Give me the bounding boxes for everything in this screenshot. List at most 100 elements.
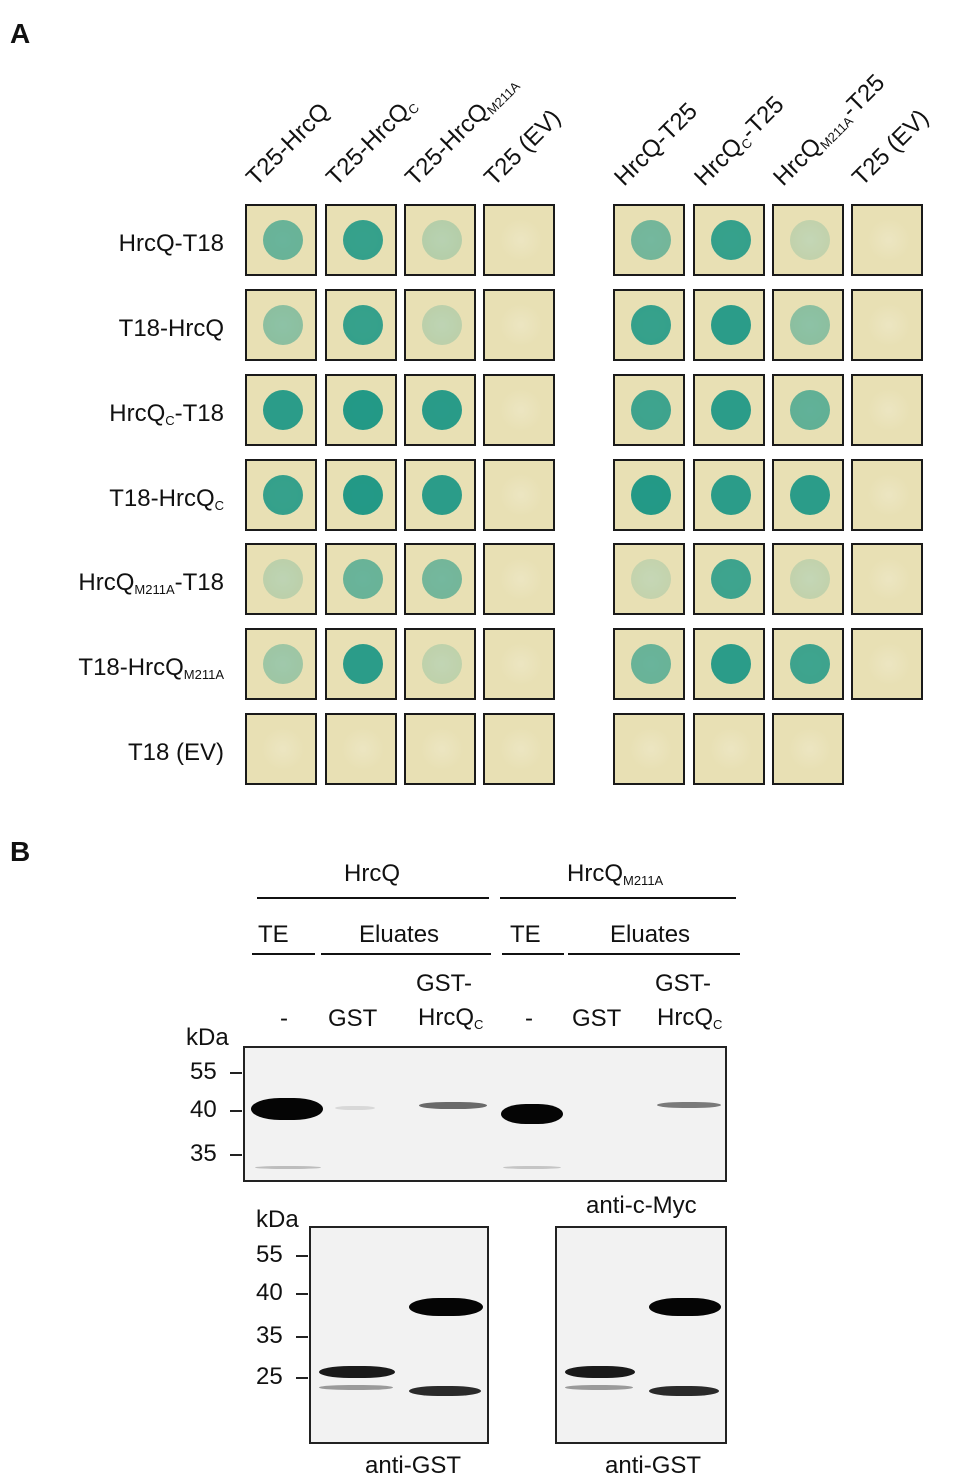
marker-40-bottom: 40 (256, 1279, 283, 1306)
colony-spot (263, 390, 303, 430)
colony-tile-left-r3-c4 (483, 374, 555, 446)
tick-55-bottom (296, 1255, 308, 1257)
eluates-label-2: Eluates (610, 921, 691, 948)
colony-halo (420, 642, 464, 686)
colony-tile-left-r7-c1 (245, 713, 317, 785)
colony-tile-right-r1-c1 (613, 204, 685, 276)
eluates-label-1: Eluates (359, 921, 440, 948)
lane-label-gsthrcqc-1-bottom: HrcQC (418, 1004, 484, 1032)
colony-halo (261, 303, 305, 347)
colony-tile-left-r1-c3 (404, 204, 476, 276)
band-gst-left (319, 1366, 395, 1378)
colony-spot (711, 390, 751, 430)
band-gst-left-lower (319, 1385, 393, 1390)
colony-tile-left-r2-c1 (245, 289, 317, 361)
colony-spot (422, 475, 462, 515)
colony-halo (867, 303, 911, 347)
column-header-left-1: T25-HrcQ (241, 97, 335, 192)
colony-halo (629, 557, 673, 601)
colony-halo (341, 727, 385, 771)
colony-tile-right-r2-c3 (772, 289, 844, 361)
group-rule-hrcq (257, 897, 489, 899)
colony-tile-left-r7-c2 (325, 713, 397, 785)
colony-spot (263, 559, 303, 599)
marker-40-top: 40 (190, 1096, 217, 1123)
colony-halo (499, 727, 543, 771)
te-rule-2 (502, 953, 564, 955)
colony-tile-right-r1-c2 (693, 204, 765, 276)
panel-b-letter: B (10, 836, 31, 867)
colony-halo (499, 557, 543, 601)
lane-label-gst-1: GST (328, 1005, 378, 1032)
lane-label-gsthrcqc-2-top: GST- (655, 970, 712, 997)
colony-spot (422, 559, 462, 599)
colony-tile-left-r2-c4 (483, 289, 555, 361)
band-gsthrcqc-right (649, 1298, 721, 1316)
marker-35-top: 35 (190, 1140, 217, 1167)
colony-halo (499, 388, 543, 432)
antibody-label-gst-right: anti-GST (605, 1452, 702, 1479)
colony-halo (499, 218, 543, 262)
colony-tile-left-r5-c1 (245, 543, 317, 615)
colony-halo (867, 388, 911, 432)
band-eluate-gsthrcqc-2 (657, 1102, 721, 1108)
colony-tile-right-r7-c1 (613, 713, 685, 785)
colony-halo (788, 727, 832, 771)
band-gsthrcqc-left (409, 1298, 483, 1316)
band-gst-right (565, 1366, 635, 1378)
colony-halo (867, 557, 911, 601)
colony-spot (343, 559, 383, 599)
colony-tile-right-r2-c1 (613, 289, 685, 361)
row-label-6: T18-HrcQM211A (78, 654, 224, 682)
blot-anti-gst-right (555, 1226, 727, 1444)
kda-label-top: kDa (186, 1024, 229, 1051)
tick-35-top (230, 1154, 242, 1156)
colony-tile-right-r6-c2 (693, 628, 765, 700)
colony-spot (343, 220, 383, 260)
colony-halo (420, 727, 464, 771)
blot-anti-gst-left (309, 1226, 489, 1444)
lane-label-gsthrcqc-2-bottom: HrcQC (657, 1004, 723, 1032)
colony-spot (711, 559, 751, 599)
colony-halo (499, 642, 543, 686)
colony-spot (790, 390, 830, 430)
colony-spot (790, 644, 830, 684)
colony-spot (711, 644, 751, 684)
tick-40-bottom (296, 1293, 308, 1295)
colony-tile-right-r4-c4 (851, 459, 923, 531)
colony-spot (343, 305, 383, 345)
lane-label-te-2: - (525, 1005, 533, 1032)
colony-tile-left-r7-c4 (483, 713, 555, 785)
colony-spot (422, 305, 462, 345)
band-te-hrcq (251, 1098, 323, 1120)
eluates-rule-1 (321, 953, 491, 955)
row-label-2: T18-HrcQ (118, 315, 224, 342)
colony-spot (631, 220, 671, 260)
colony-tile-right-r5-c3 (772, 543, 844, 615)
colony-spot (263, 220, 303, 260)
colony-tile-left-r4-c1 (245, 459, 317, 531)
colony-tile-left-r6-c3 (404, 628, 476, 700)
colony-halo (499, 473, 543, 517)
colony-tile-right-r7-c3 (772, 713, 844, 785)
colony-tile-right-r5-c1 (613, 543, 685, 615)
marker-55-bottom: 55 (256, 1241, 283, 1268)
marker-35-bottom: 35 (256, 1322, 283, 1349)
blot-anti-myc (243, 1046, 727, 1182)
colony-tile-right-r3-c1 (613, 374, 685, 446)
band-eluate-gsthrcqc-1 (419, 1102, 487, 1109)
band-gst-right-lower (565, 1385, 633, 1390)
colony-spot (422, 220, 462, 260)
tick-35-bottom (296, 1336, 308, 1338)
colony-tile-right-r6-c3 (772, 628, 844, 700)
colony-tile-right-r4-c3 (772, 459, 844, 531)
colony-tile-right-r7-c2 (693, 713, 765, 785)
band-eluate-gst-faint (335, 1106, 375, 1110)
colony-halo (867, 473, 911, 517)
tick-40-top (230, 1110, 242, 1112)
row-label-3: HrcQC-T18 (109, 400, 224, 428)
antibody-label-gst-left: anti-GST (365, 1452, 462, 1479)
colony-tile-left-r6-c4 (483, 628, 555, 700)
band-te-hrcq-m211a (501, 1104, 563, 1124)
colony-halo (261, 642, 305, 686)
